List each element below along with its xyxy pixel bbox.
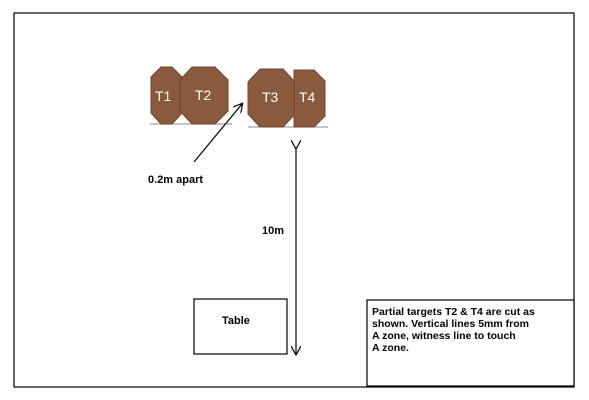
table-box xyxy=(193,298,288,355)
target-t3 xyxy=(247,68,296,128)
target-t2 xyxy=(179,66,229,125)
table-label: Table xyxy=(222,315,250,327)
target-t4 xyxy=(293,69,326,128)
target-label-t1: T1 xyxy=(155,88,172,104)
note-line: Partial targets T2 & T4 are cut as xyxy=(372,306,535,318)
note-line: A zone, witness line to touch xyxy=(372,330,516,342)
gap-label: 0.2m apart xyxy=(148,174,203,186)
note-box xyxy=(366,299,575,387)
target-label-t4: T4 xyxy=(299,89,316,105)
gap-pointer-arrow xyxy=(193,104,242,163)
note-line: shown. Vertical lines 5mm from xyxy=(372,318,529,330)
note-text: Partial targets T2 & T4 are cut as shown… xyxy=(372,306,570,354)
note-line: A zone. xyxy=(372,342,409,354)
target-label-t2: T2 xyxy=(195,87,212,103)
target-label-t3: T3 xyxy=(262,89,279,105)
distance-label: 10m xyxy=(262,225,284,237)
target-t1 xyxy=(150,66,183,125)
